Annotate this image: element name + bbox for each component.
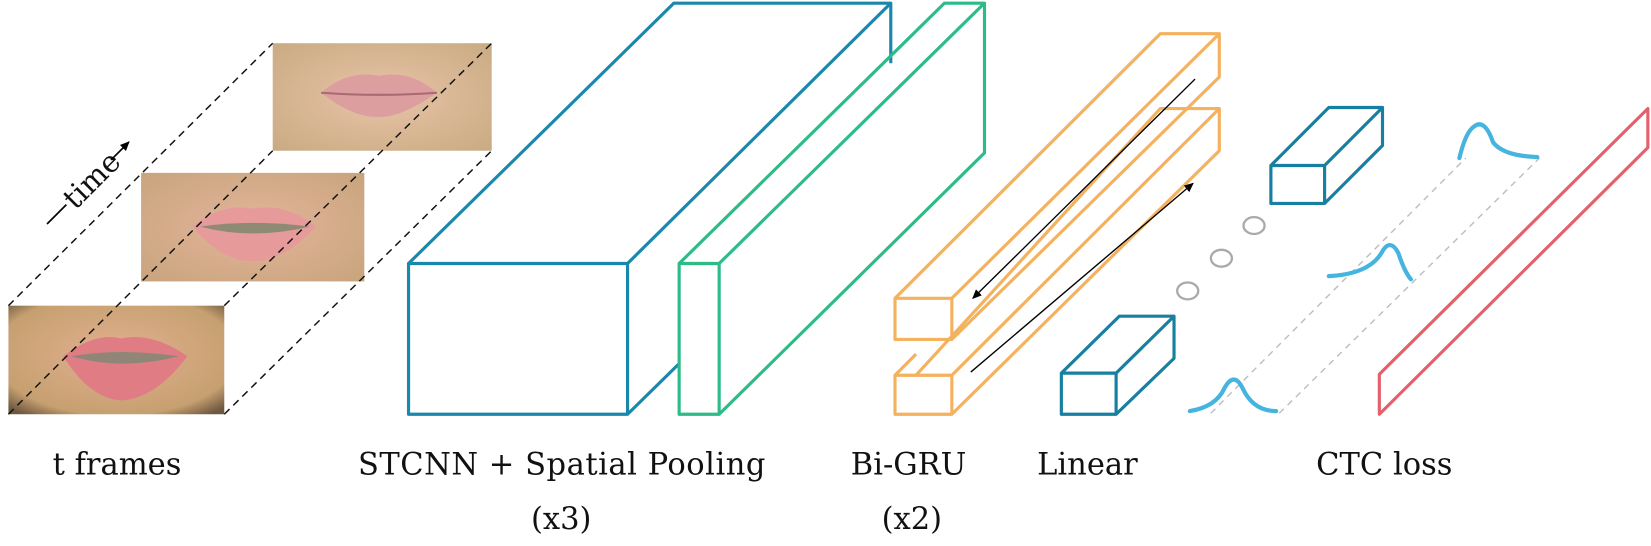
time-dash <box>46 204 67 225</box>
bigru-label: Bi-GRU <box>851 447 967 482</box>
frame-image-2 <box>141 172 365 282</box>
ctc-loss-label: CTC loss <box>1316 447 1452 482</box>
bigru-block <box>893 32 1221 416</box>
frame-edge-line <box>7 42 274 307</box>
time-axis-label: time <box>46 141 130 225</box>
ctc-distributions <box>1187 122 1540 414</box>
distribution-curve <box>1326 243 1414 282</box>
distribution-curve <box>1457 122 1540 161</box>
ellipsis-icon <box>1176 215 1266 301</box>
backward-arrow-icon <box>972 78 1196 300</box>
frame-image-3 <box>272 43 492 151</box>
linear-label: Linear <box>1037 447 1138 482</box>
ctc-output-block <box>1377 106 1650 416</box>
stcnn-repeat-label: (x3) <box>531 502 591 537</box>
frames-label: t frames <box>53 447 182 482</box>
spatial-pooling-block <box>677 1 987 416</box>
bigru-repeat-label: (x2) <box>882 502 942 537</box>
forward-arrow-icon <box>970 182 1194 373</box>
sequence-guide-line <box>1278 157 1540 414</box>
stcnn-block <box>406 1 893 416</box>
sequence-guide-line <box>1210 157 1467 414</box>
time-arrow-icon <box>110 141 130 161</box>
linear-block <box>1059 105 1385 416</box>
frame-image-1 <box>8 305 225 415</box>
input-frames: time <box>7 42 493 415</box>
stcnn-label: STCNN + Spatial Pooling <box>358 447 765 482</box>
distribution-curve <box>1187 377 1279 414</box>
